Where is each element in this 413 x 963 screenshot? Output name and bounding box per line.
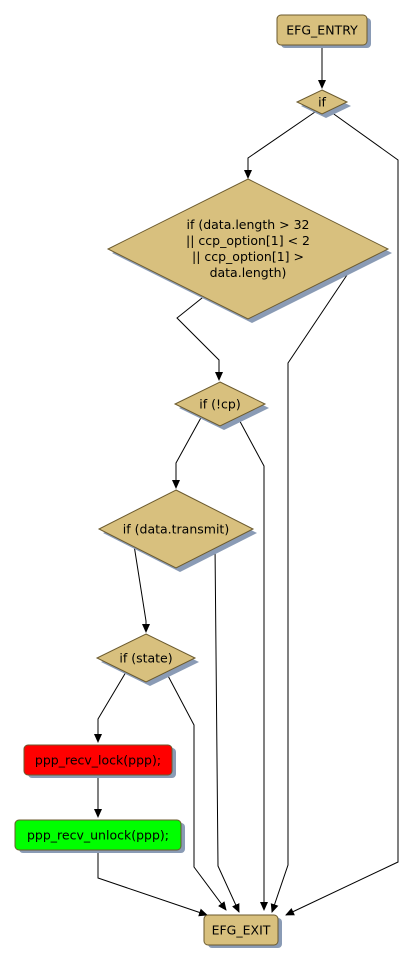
edge-if-to-length: [244, 111, 316, 179]
edge-transmit-to-exit: [214, 544, 240, 913]
edges: [94, 46, 399, 917]
node-if-transmit-shape: [97, 489, 255, 569]
node-efg-exit-box: [203, 914, 279, 946]
node-if-cp-shape: [173, 381, 267, 427]
node-efg-entry-label: EFG_ENTRY: [286, 23, 358, 38]
edge-cp-to-transmit: [172, 413, 204, 489]
node-recv-unlock-label: ppp_recv_unlock(ppp);: [27, 828, 169, 843]
node-if: if: [295, 89, 351, 118]
node-if-cp-label: if (!cp): [199, 397, 240, 412]
node-if-label: if: [318, 95, 326, 110]
node-if-state-label: if (state): [119, 651, 172, 666]
edge-length-to-cp: [176, 293, 223, 381]
node-efg-exit-label: EFG_EXIT: [212, 923, 271, 938]
edge-cp-to-exit: [235, 413, 268, 911]
node-recv-lock-box: [23, 744, 173, 776]
node-recv-lock-label: ppp_recv_lock(ppp);: [35, 753, 161, 768]
node-if-length-line-1: if (data.length > 32: [186, 217, 309, 232]
node-efg-entry-box: [276, 14, 368, 46]
node-if-length-line-2: || ccp_option[1] < 2: [186, 233, 310, 248]
edge-state-to-exit: [165, 671, 227, 911]
edge-if-to-exit: [285, 111, 399, 916]
node-recv-unlock-box: [14, 819, 182, 851]
node-if-length-line-3: || ccp_option[1] >: [192, 249, 304, 264]
node-if-shape: [295, 89, 349, 115]
node-if-length-line-4: data.length): [210, 265, 287, 280]
edge-transmit-to-state: [133, 544, 150, 633]
edge-length-to-exit: [270, 265, 354, 913]
node-recv-lock: ppp_recv_lock(ppp);: [23, 744, 176, 778]
edge-state-to-lock: [94, 671, 127, 743]
edge-unlock-to-exit: [97, 852, 208, 917]
node-if-length-shape: [106, 178, 390, 320]
node-if-cp: if (!cp): [173, 381, 269, 430]
node-if-state: if (state): [95, 633, 199, 686]
node-if-state-shape: [95, 633, 197, 683]
node-if-transmit-label: if (data.transmit): [123, 522, 229, 537]
node-if-length: if (data.length > 32 || ccp_option[1] < …: [106, 178, 392, 323]
node-recv-unlock: ppp_recv_unlock(ppp);: [14, 819, 185, 853]
node-efg-exit: EFG_EXIT: [203, 914, 282, 948]
node-if-transmit: if (data.transmit): [97, 489, 257, 572]
node-efg-entry: EFG_ENTRY: [276, 14, 371, 48]
